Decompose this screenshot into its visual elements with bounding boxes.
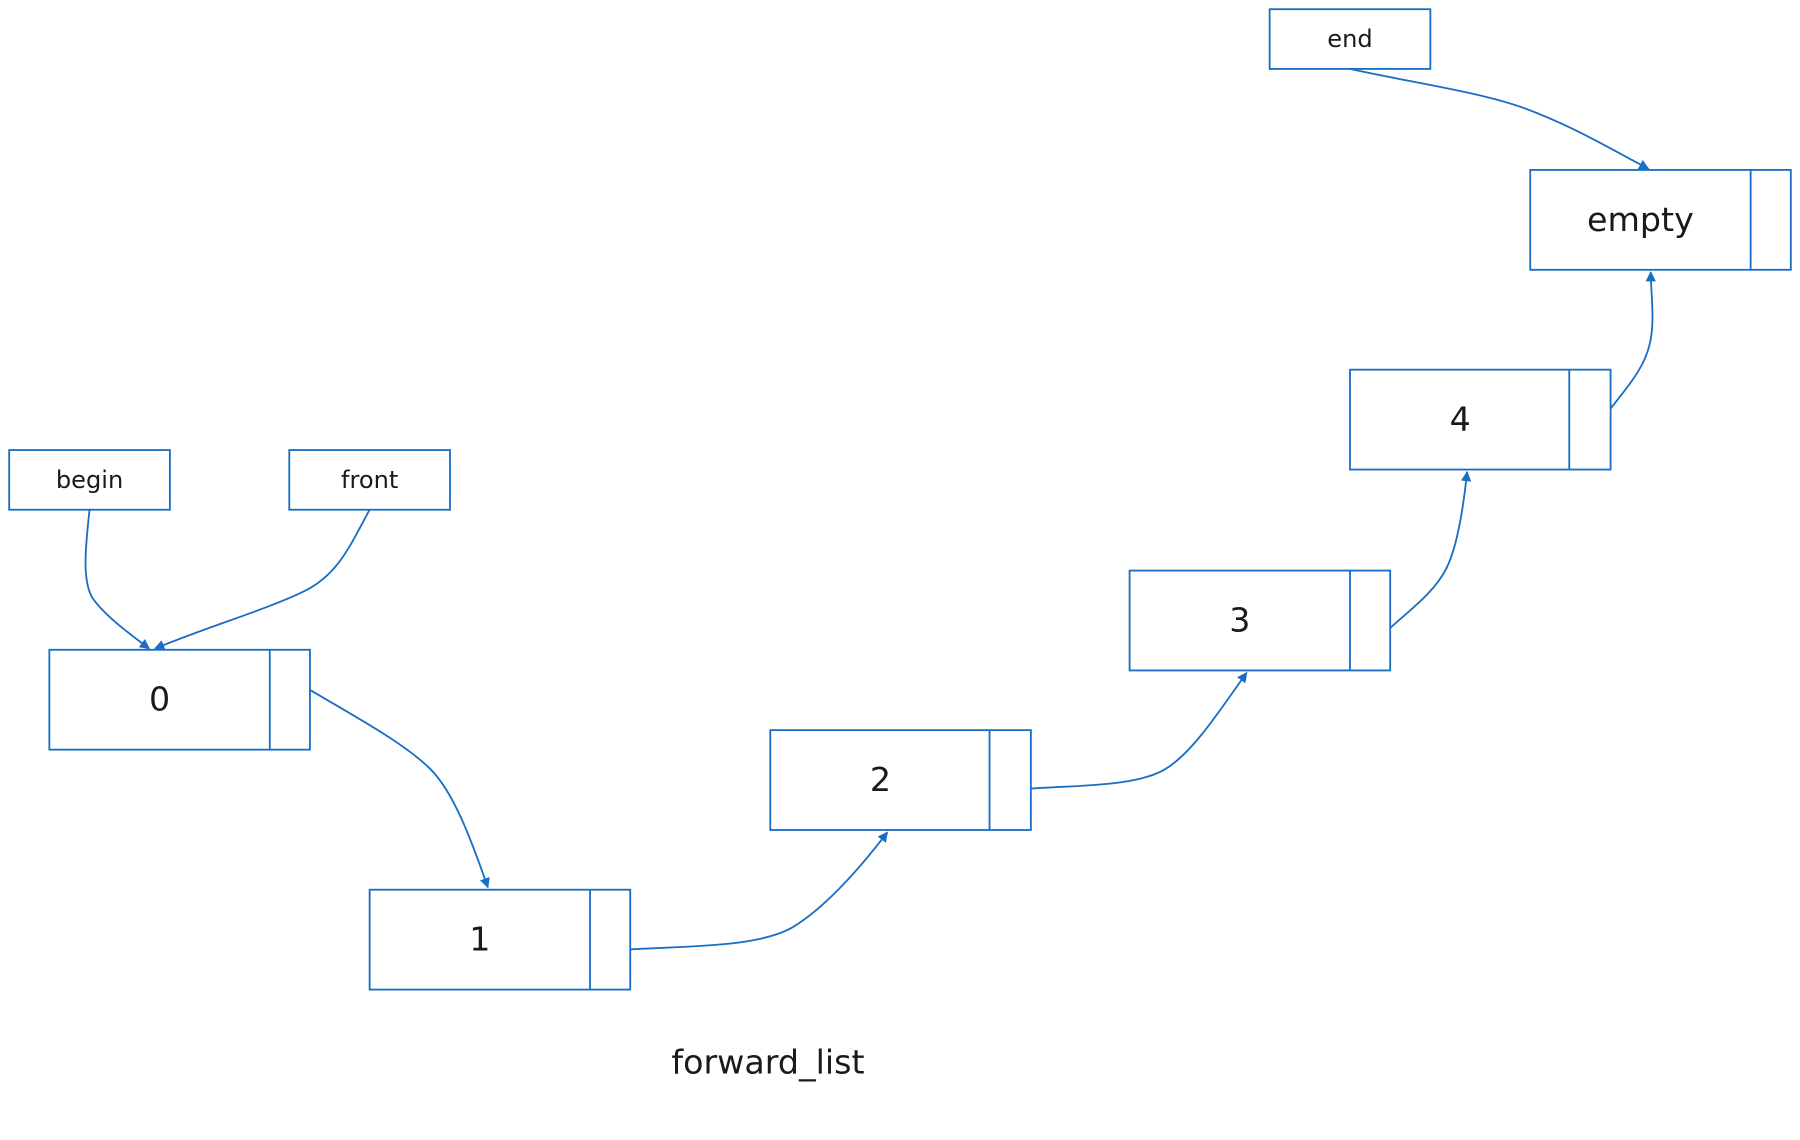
diagram-caption: forward_list (671, 1042, 864, 1081)
node-value: 0 (149, 680, 170, 719)
pointer-begin: begin (8, 449, 171, 511)
node-2: 2 (769, 729, 1032, 831)
pointer-end-label: end (1327, 25, 1372, 53)
node-4: 4 (1349, 368, 1612, 471)
pointer-front: front (288, 449, 451, 511)
node-value: empty (1587, 200, 1694, 239)
edge-front-to-node-0 (154, 509, 371, 650)
edge-node-0-to-node-1 (309, 689, 490, 889)
pointer-end: end (1268, 8, 1432, 70)
edge-node-4-to-empty (1609, 271, 1656, 410)
edge-end-to-empty (1349, 68, 1650, 170)
node-value: 3 (1229, 600, 1250, 639)
pointer-begin-label: begin (56, 466, 123, 494)
node-empty: empty (1529, 169, 1792, 271)
node-3: 3 (1128, 569, 1392, 672)
pointer-front-label: front (341, 466, 398, 494)
node-0: 0 (48, 648, 311, 751)
node-value: 4 (1450, 400, 1471, 439)
edge-node-3-to-node-4 (1389, 470, 1472, 629)
node-value: 2 (870, 760, 891, 799)
edge-begin-to-node-0 (84, 509, 151, 650)
node-value: 1 (469, 920, 490, 959)
edge-node-1-to-node-2 (630, 831, 889, 951)
node-1: 1 (368, 888, 632, 991)
edge-node-2-to-node-3 (1029, 671, 1248, 790)
